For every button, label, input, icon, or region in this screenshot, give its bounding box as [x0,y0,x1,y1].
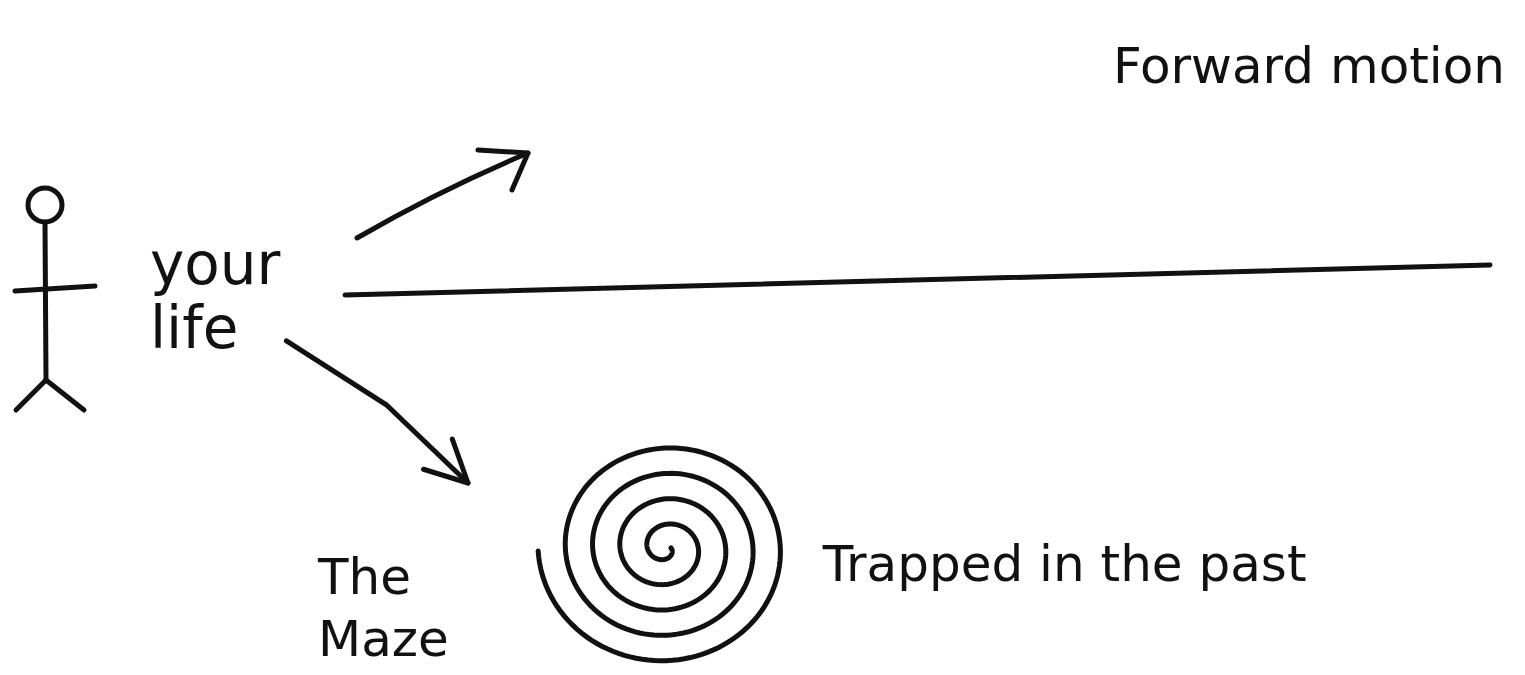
life-text: your life [150,232,280,360]
note-label: Forward motion [1113,36,1505,96]
spiral-path [538,448,780,661]
maze-node: The Maze Trapped in the past [318,485,1307,670]
maze-title: The Maze [318,546,449,670]
stick-figure-arms [15,286,95,291]
forward-arrow [357,153,528,238]
connector-arrow [286,341,468,483]
life-label: your life [150,232,280,360]
life-line [345,265,1490,295]
stick-figure-body [45,222,46,380]
arrow-head [478,150,528,190]
maze-spiral [521,420,801,670]
stick-figure-head [28,188,62,222]
maze-note: Trapped in the past [823,533,1307,595]
stick-figure-legs [16,380,84,410]
